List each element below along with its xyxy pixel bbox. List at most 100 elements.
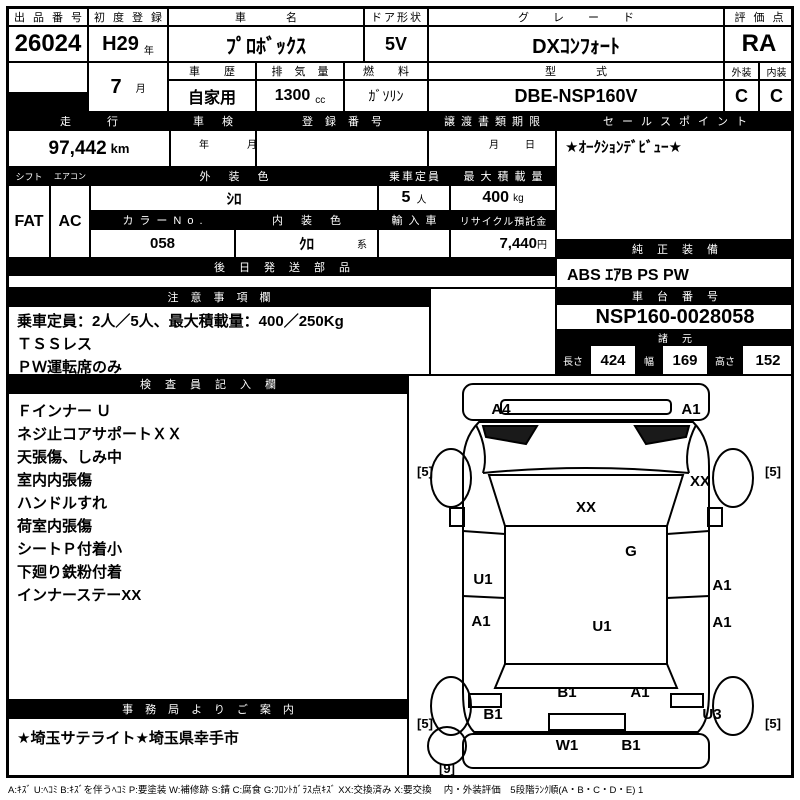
max-load-text: 400 <box>482 189 510 206</box>
damage-code-rear-fender-left: B1 <box>483 706 502 723</box>
door-line-rear-right <box>666 595 710 599</box>
color-number-value: 058 <box>90 229 235 258</box>
wheel-rear-left <box>430 676 472 736</box>
inspection-header: 車検 <box>170 112 256 130</box>
color-number-header-text: カラーNo. <box>122 215 209 227</box>
spec-width-label: 幅 <box>636 345 662 375</box>
later-parts-header: 後日発送部品 <box>8 258 556 275</box>
rear-window-shape <box>493 663 679 689</box>
tail-light-right-shape <box>670 693 704 708</box>
model-code-label-text: 型式 <box>545 66 647 78</box>
damage-code-front-bumper-left: A4 <box>491 401 511 418</box>
spec-width-text: 169 <box>672 351 698 369</box>
mileage-header-text: 走行 <box>60 116 154 128</box>
notes-line-3: ＰＷ運転席のみ <box>17 359 123 376</box>
spare-tire-depth: [9] <box>439 761 455 776</box>
tire-depth-rear-right: [5] <box>765 716 781 731</box>
lot-empty-cell <box>8 62 88 93</box>
car-top-view-diagram: A4 A1 [5] [5] XX XX G U1 A1 A1 U1 A1 B1 … <box>417 383 781 776</box>
displacement-value: 1300 cc <box>256 80 344 112</box>
later-parts-header-text: 後日発送部品 <box>214 261 364 274</box>
fuel-label-text: 燃料 <box>363 66 433 78</box>
wheel-front-right <box>712 448 754 508</box>
rear-bumper-shape <box>462 733 710 769</box>
registration-header: 登録番号 <box>256 112 428 130</box>
door-shape-value: 5V <box>364 26 428 62</box>
headlight-left-shape <box>481 425 539 446</box>
inspection-text: 年 月 <box>199 140 271 151</box>
damage-code-windshield: XX <box>576 499 596 516</box>
interior-score-text: C <box>770 85 783 106</box>
inspection-header-text: 車検 <box>193 116 251 128</box>
notes-spacer-cell <box>430 288 556 375</box>
inspector-line-8: 下廻り鉄粉付着 <box>17 564 123 581</box>
capacity-header: 乗車定員 <box>378 167 450 185</box>
model-code-value: DBE-NSP160V <box>428 80 724 112</box>
exterior-color-value: ｼﾛ <box>90 185 378 211</box>
interior-score-value: C <box>759 80 794 112</box>
notes-line-1: 乗車定員：2人／5人、最大積載量：400／250Kg <box>17 313 344 330</box>
aircon-text: AC <box>58 212 82 230</box>
office-info-header-text: 事務局よりご案内 <box>122 704 306 716</box>
lot-number-label: 出品番号 <box>8 8 88 26</box>
displacement-unit: cc <box>315 95 326 106</box>
equipment-value: ABS ｴｱB PS PW <box>556 258 794 288</box>
sales-point-text: ★ｵｰｸｼｮﾝﾃﾞﾋﾞｭｰ★ <box>565 139 682 156</box>
max-load-header: 最大積載量 <box>450 167 556 185</box>
transfer-deadline-header: 譲渡書類期限 <box>428 112 556 130</box>
exterior-score-label-text: 外装 <box>731 67 752 79</box>
spec-length-label: 長さ <box>556 345 590 375</box>
notes-header-text: 注意事項欄 <box>167 292 283 304</box>
tire-depth-rear-left: [5] <box>417 716 433 731</box>
recycle-deposit-unit: 円 <box>537 240 547 251</box>
exterior-color-header-text: 外装色 <box>199 171 287 183</box>
spec-width-label-text: 幅 <box>644 356 654 368</box>
color-number-text: 058 <box>149 235 176 252</box>
interior-score-label: 内装 <box>759 62 794 80</box>
car-outline <box>427 383 754 769</box>
wheel-front-left <box>430 448 472 508</box>
first-registration-year: H29 年 <box>88 26 168 62</box>
fuel-value: ｶﾞｿﾘﾝ <box>344 80 428 112</box>
mileage-header: 走行 <box>8 112 170 130</box>
grade-label-text: グレード <box>518 12 658 24</box>
damage-code-front-bumper-right: A1 <box>681 401 700 418</box>
chassis-number-value: NSP160-0028058 <box>556 304 794 330</box>
chassis-number-header: 車台番号 <box>556 288 794 304</box>
shift-value: FAT <box>8 185 50 258</box>
exterior-score-text: C <box>735 85 748 106</box>
transfer-deadline-text: 月 日 <box>489 140 543 151</box>
spec-length-value: 424 <box>590 345 636 375</box>
car-name-text: ﾌﾟﾛﾎﾞｯｸｽ <box>226 35 306 58</box>
later-parts-value <box>8 275 556 288</box>
car-name-value: ﾌﾟﾛﾎﾞｯｸｽ <box>168 26 364 62</box>
first-reg-month-text: 7 <box>110 75 122 98</box>
import-car-header: 輸入車 <box>378 211 450 229</box>
damage-code-rear-bumper-center: B1 <box>621 737 640 754</box>
transfer-deadline-value: 月 日 <box>428 130 556 167</box>
office-info-content: ★埼玉サテライト★埼玉県幸手市 <box>8 718 408 778</box>
damage-code-roof-center: U1 <box>592 618 611 635</box>
lot-number-value: 26024 <box>8 26 88 62</box>
import-car-header-text: 輸入車 <box>391 215 443 227</box>
spec-height-value: 152 <box>742 345 794 375</box>
interior-color-suffix: 系 <box>357 240 367 251</box>
tail-light-left-shape <box>468 693 502 708</box>
spec-header: 諸元 <box>556 330 794 345</box>
capacity-value: 5 人 <box>378 185 450 211</box>
wheel-rear-right <box>712 676 754 736</box>
car-name-label-text: 車名 <box>235 12 337 24</box>
damage-code-rear-gate-right: A1 <box>630 684 649 701</box>
notes-line-2: ＴＳＳレス <box>17 336 93 353</box>
displacement-label-text: 排気量 <box>271 66 341 78</box>
door-line-front-left <box>462 530 506 535</box>
front-bumper-shape <box>462 383 710 421</box>
spec-height-label-text: 高さ <box>715 356 735 368</box>
capacity-text: 5 <box>401 189 411 206</box>
spec-height-text: 152 <box>755 351 781 369</box>
office-info-text: ★埼玉サテライト★埼玉県幸手市 <box>17 730 239 747</box>
recycle-deposit-header: リサイクル預託金 <box>450 211 556 229</box>
displacement-label: 排気量 <box>256 62 344 80</box>
history-value: 自家用 <box>168 80 256 112</box>
first-reg-year-unit: 年 <box>143 46 154 57</box>
